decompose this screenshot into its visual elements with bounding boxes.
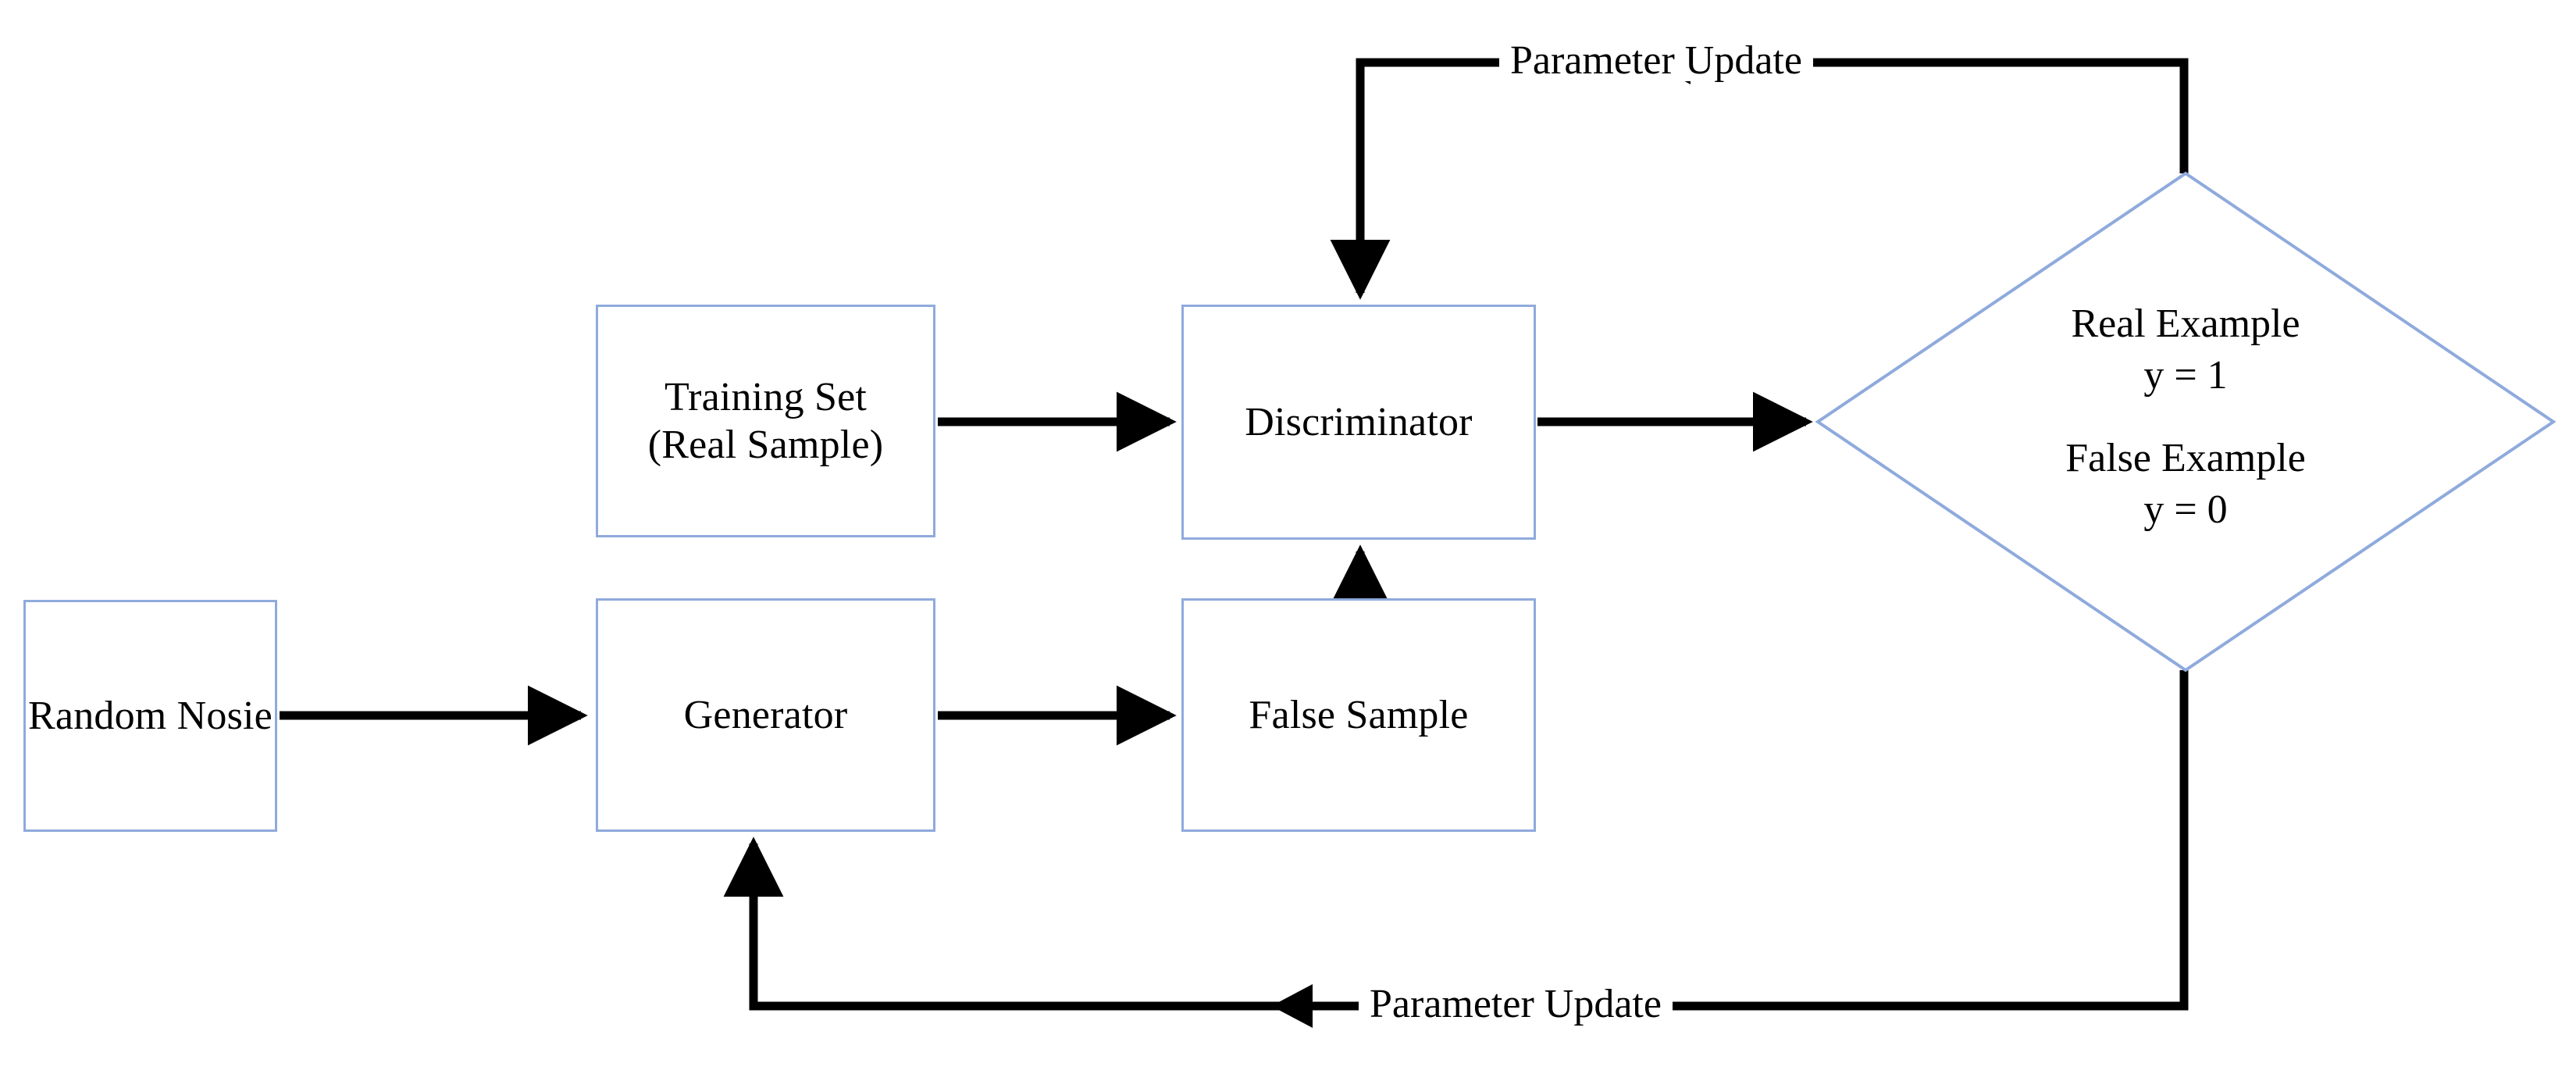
decision-real-example-value: y = 1 bbox=[2143, 353, 2228, 398]
node-discriminator-label: Discriminator bbox=[1245, 399, 1473, 444]
decision-false-example-label: False Example bbox=[2065, 436, 2306, 480]
node-training-set-label: Training Set (Real Sample) bbox=[647, 374, 884, 467]
node-false-sample-label: False Sample bbox=[1249, 692, 1469, 737]
node-generator[interactable]: Generator bbox=[596, 598, 935, 832]
node-decision[interactable]: Real Example y = 1 False Example y = 0 bbox=[1818, 173, 2553, 670]
edge-label-bottom-parameter-update: Parameter Update bbox=[1359, 984, 1673, 1025]
node-generator-label: Generator bbox=[683, 692, 848, 737]
node-random-noise[interactable]: Random Nosie bbox=[23, 600, 277, 832]
decision-real-example-label: Real Example bbox=[2071, 301, 2300, 346]
node-false-sample[interactable]: False Sample bbox=[1181, 598, 1536, 832]
decision-false-example-value: y = 0 bbox=[2143, 487, 2228, 532]
node-random-noise-label: Random Nosie bbox=[28, 693, 273, 738]
edge-label-top-parameter-update: Parameter Update bbox=[1499, 41, 1813, 81]
node-discriminator[interactable]: Discriminator bbox=[1181, 305, 1536, 540]
feedback-bottom-midpoint-arrow bbox=[1271, 984, 1313, 1028]
node-training-set[interactable]: Training Set (Real Sample) bbox=[596, 305, 935, 537]
